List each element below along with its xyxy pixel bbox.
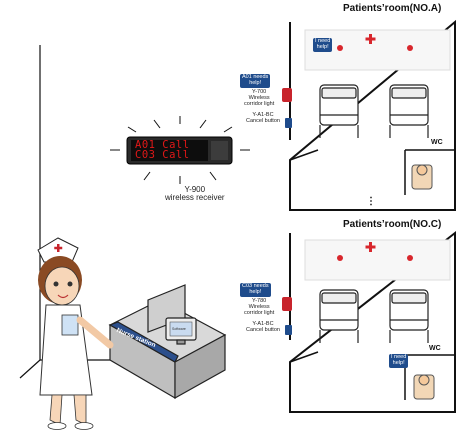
room-c-cancel-button-label: Y-A1-BC Cancel button <box>246 321 280 334</box>
label-line: Wireless <box>248 303 270 310</box>
bed-icon <box>319 289 359 343</box>
red-cross-icon <box>365 34 376 44</box>
bubble-line: A01 needs <box>242 74 269 80</box>
patient-head-icon <box>416 164 428 176</box>
nurse-station-desk <box>108 284 227 400</box>
room-a-corridor-light-label: Y-700 Wireless corridor light <box>244 89 275 107</box>
room-a <box>282 19 456 211</box>
signal-rays-icon <box>110 116 250 184</box>
nurse-face <box>44 266 80 306</box>
label-line: Y-700 <box>252 89 267 95</box>
room-c-need-help-bubble: I need help! <box>389 354 409 368</box>
call-point-icon <box>337 45 343 51</box>
call-point-icon <box>407 45 413 51</box>
nurse-station-sign-plate <box>108 321 179 363</box>
room-a-call-bubble: A01 needs help! <box>240 74 271 88</box>
nurse-shoe <box>47 422 67 430</box>
bubble-line: C03 needs <box>242 283 269 289</box>
room-c-door <box>289 351 319 363</box>
label-line: corridor light <box>244 309 275 316</box>
label-line: Wireless <box>248 94 270 101</box>
bubble-line: help! <box>249 79 262 86</box>
room-c-title: Patients’room(NO.C) <box>343 219 442 230</box>
nurse-shoe <box>74 422 94 430</box>
bed-icon <box>389 289 429 343</box>
room-c-call-bubble: C03 needs help! <box>240 283 271 297</box>
corridor-light-icon <box>282 88 292 102</box>
red-cross-icon <box>365 242 376 252</box>
nurse-figure <box>37 237 114 430</box>
room-a-need-help-bubble: I need help! <box>313 38 333 52</box>
bubble-line: I need <box>391 354 407 360</box>
bubble-line: help! <box>249 288 262 295</box>
room-a-cancel-button-label: Y-A1-BC Cancel button <box>246 112 280 125</box>
call-point-icon <box>407 255 413 261</box>
clipboard-icon <box>61 314 79 336</box>
receiver-line-1: A01 Call <box>135 139 190 151</box>
room-c-ceiling <box>304 239 451 281</box>
bubble-line: help! <box>316 43 329 50</box>
caption-line: Y-900 <box>184 185 206 194</box>
room-a-door <box>289 149 319 161</box>
nurse-arm <box>76 316 114 349</box>
red-cross-icon <box>54 244 63 252</box>
room-a-wc-label: WC <box>431 139 443 146</box>
bed-icon <box>389 84 429 138</box>
label-line: Y-A1-BC <box>252 321 274 327</box>
wc-wall <box>404 149 455 195</box>
patient-head-icon <box>418 374 430 386</box>
bubble-line: help! <box>392 359 405 366</box>
wireless-receiver <box>110 116 250 184</box>
receiver-caption: Y-900 wireless receiver <box>165 185 225 203</box>
room-c-wc-label: WC <box>429 345 441 352</box>
bubble-line: I need <box>315 38 331 44</box>
bed-icon <box>319 84 359 138</box>
cancel-button-icon <box>285 325 292 335</box>
room-c-corridor-light-label: Y-780 Wireless corridor light <box>244 298 275 316</box>
room-c <box>282 230 456 413</box>
label-line: Y-780 <box>252 298 267 304</box>
caption-line: wireless receiver <box>165 193 225 203</box>
receiver-display <box>131 140 208 161</box>
label-line: corridor light <box>244 100 275 107</box>
call-point-icon <box>337 255 343 261</box>
label-line: Cancel button <box>246 326 280 333</box>
room-a-title: Patients’room(NO.A) <box>343 3 442 14</box>
receiver-side-panel <box>211 141 228 160</box>
monitor-software-text: Software <box>172 327 186 331</box>
receiver-line-2: C03 Call <box>135 149 190 161</box>
corridor-light-icon <box>282 297 292 311</box>
label-line: Cancel button <box>246 117 280 124</box>
more-rooms-ellipsis: ⋮ <box>366 196 376 207</box>
label-line: Y-A1-BC <box>252 112 274 118</box>
nurse-uniform <box>39 304 93 396</box>
cancel-button-icon <box>285 118 292 128</box>
